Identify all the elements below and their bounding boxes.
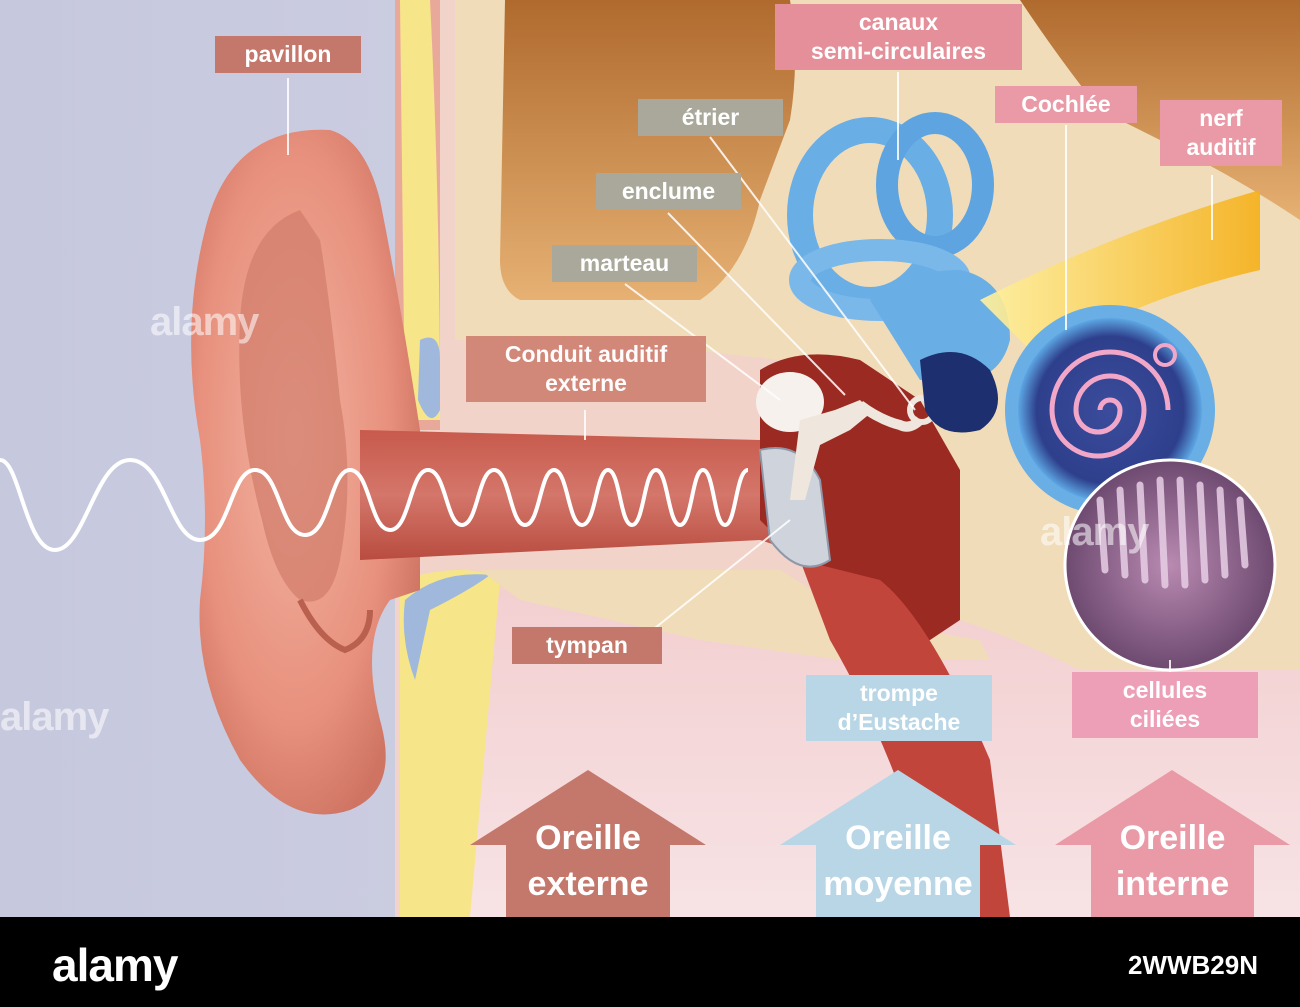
- label-cochlee: Cochlée: [995, 86, 1137, 123]
- label-trompe-eustache: trompe d’Eustache: [806, 675, 992, 741]
- section-oreille-moyenne: Oreille moyenne: [823, 819, 973, 903]
- alamy-logo: alamy: [52, 939, 178, 991]
- watermark: alamy: [1040, 510, 1149, 554]
- stock-id: 2WWB29N: [1127, 950, 1258, 980]
- label-marteau: marteau: [552, 245, 697, 282]
- section-oreille-externe: Oreille externe: [527, 819, 649, 903]
- label-tympan: tympan: [512, 627, 662, 664]
- label-conduit-auditif: Conduit auditif externe: [466, 336, 706, 402]
- footer-bar: [0, 917, 1300, 1007]
- watermark: alamy: [0, 695, 109, 739]
- watermark: alamy: [150, 300, 259, 344]
- label-etrier: étrier: [638, 99, 783, 136]
- label-enclume: enclume: [596, 173, 741, 210]
- ear-anatomy-diagram: [0, 0, 1300, 917]
- label-canaux-semi-circulaires: canaux semi-circulaires: [775, 4, 1022, 70]
- section-oreille-interne: Oreille interne: [1115, 819, 1230, 903]
- label-nerf-auditif: nerf auditif: [1160, 100, 1282, 166]
- label-pavillon: pavillon: [215, 36, 361, 73]
- label-cellules-ciliees: cellules ciliées: [1072, 672, 1258, 738]
